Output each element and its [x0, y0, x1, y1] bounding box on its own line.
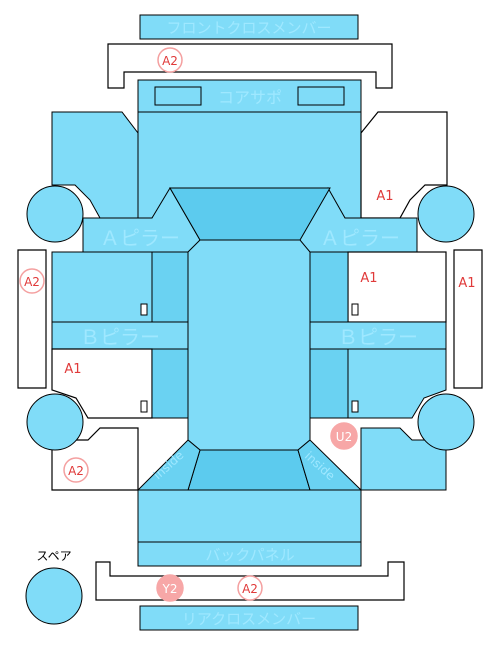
right-rear-quarter[interactable]: [360, 427, 447, 491]
front-cross-member[interactable]: フロントクロスメンバー: [139, 14, 359, 40]
left-side-sill-front[interactable]: [151, 251, 189, 323]
right-front-tire[interactable]: [417, 185, 475, 243]
roof[interactable]: [187, 239, 311, 451]
spare-tire[interactable]: [25, 567, 83, 625]
core-support-left-lamp: [154, 86, 202, 106]
svg-text:A2: A2: [68, 464, 84, 478]
right-rear-door-handle: [351, 400, 359, 413]
mark-left-frame-a2[interactable]: A2: [19, 268, 45, 294]
mark-left-rear-a2[interactable]: A2: [63, 457, 89, 483]
left-front-door-handle: [140, 303, 148, 316]
rear-cross-member[interactable]: リアクロスメンバー: [139, 605, 359, 631]
mark-right-frame-a1[interactable]: A1: [458, 276, 475, 291]
mark-right-fender-a1[interactable]: A1: [376, 189, 393, 204]
b-pillar-right[interactable]: Ｂピラー: [309, 321, 447, 350]
a-pillar-left[interactable]: Ａピラー: [82, 187, 201, 253]
back-panel[interactable]: バックパネル: [137, 541, 362, 567]
a-pillar-left-label: Ａピラー: [100, 226, 180, 250]
mark-left-rear-door-a1[interactable]: A1: [64, 362, 81, 377]
left-front-tire[interactable]: [26, 185, 84, 243]
core-support[interactable]: コアサポ: [137, 79, 362, 113]
right-side-sill-front[interactable]: [309, 251, 349, 323]
mark-front-cross-a2[interactable]: A2: [157, 47, 183, 73]
core-support-label: コアサポ: [218, 88, 282, 107]
right-rear-tire[interactable]: [417, 393, 475, 451]
left-rear-tire[interactable]: [26, 393, 84, 451]
spare-label: スペア: [36, 549, 71, 563]
svg-text:A2: A2: [242, 582, 258, 596]
back-panel-label: バックパネル: [205, 546, 294, 564]
mark-rear-cross-a2[interactable]: A2: [237, 575, 263, 601]
left-side-sill-rear[interactable]: [151, 348, 189, 419]
rear-cross-member-label: リアクロスメンバー: [182, 610, 316, 628]
svg-text:A2: A2: [24, 275, 40, 289]
b-pillar-left-label: Ｂピラー: [80, 325, 160, 349]
mark-right-front-door-a1[interactable]: A1: [360, 271, 377, 286]
front-cross-member-label: フロントクロスメンバー: [166, 19, 331, 37]
right-front-door[interactable]: [347, 251, 447, 323]
a-pillar-right-label: Ａピラー: [320, 226, 400, 250]
rear-window[interactable]: [187, 449, 311, 491]
core-support-right-lamp: [297, 86, 345, 106]
right-side-sill-rear[interactable]: [309, 348, 349, 419]
a-pillar-right[interactable]: Ａピラー: [297, 186, 418, 253]
trunk-floor[interactable]: [137, 489, 362, 543]
mark-right-rear-u2[interactable]: U2: [330, 422, 358, 450]
left-front-door[interactable]: [51, 251, 153, 323]
left-rear-door-handle: [140, 400, 148, 413]
right-front-door-handle: [351, 303, 359, 316]
right-side-frame[interactable]: [453, 249, 483, 389]
b-pillar-right-label: Ｂピラー: [338, 325, 418, 349]
svg-text:Y2: Y2: [162, 582, 178, 596]
mark-rear-cross-y2[interactable]: Y2: [156, 574, 184, 602]
b-pillar-left[interactable]: Ｂピラー: [51, 321, 189, 350]
svg-text:U2: U2: [336, 430, 352, 444]
svg-text:A2: A2: [162, 54, 178, 68]
